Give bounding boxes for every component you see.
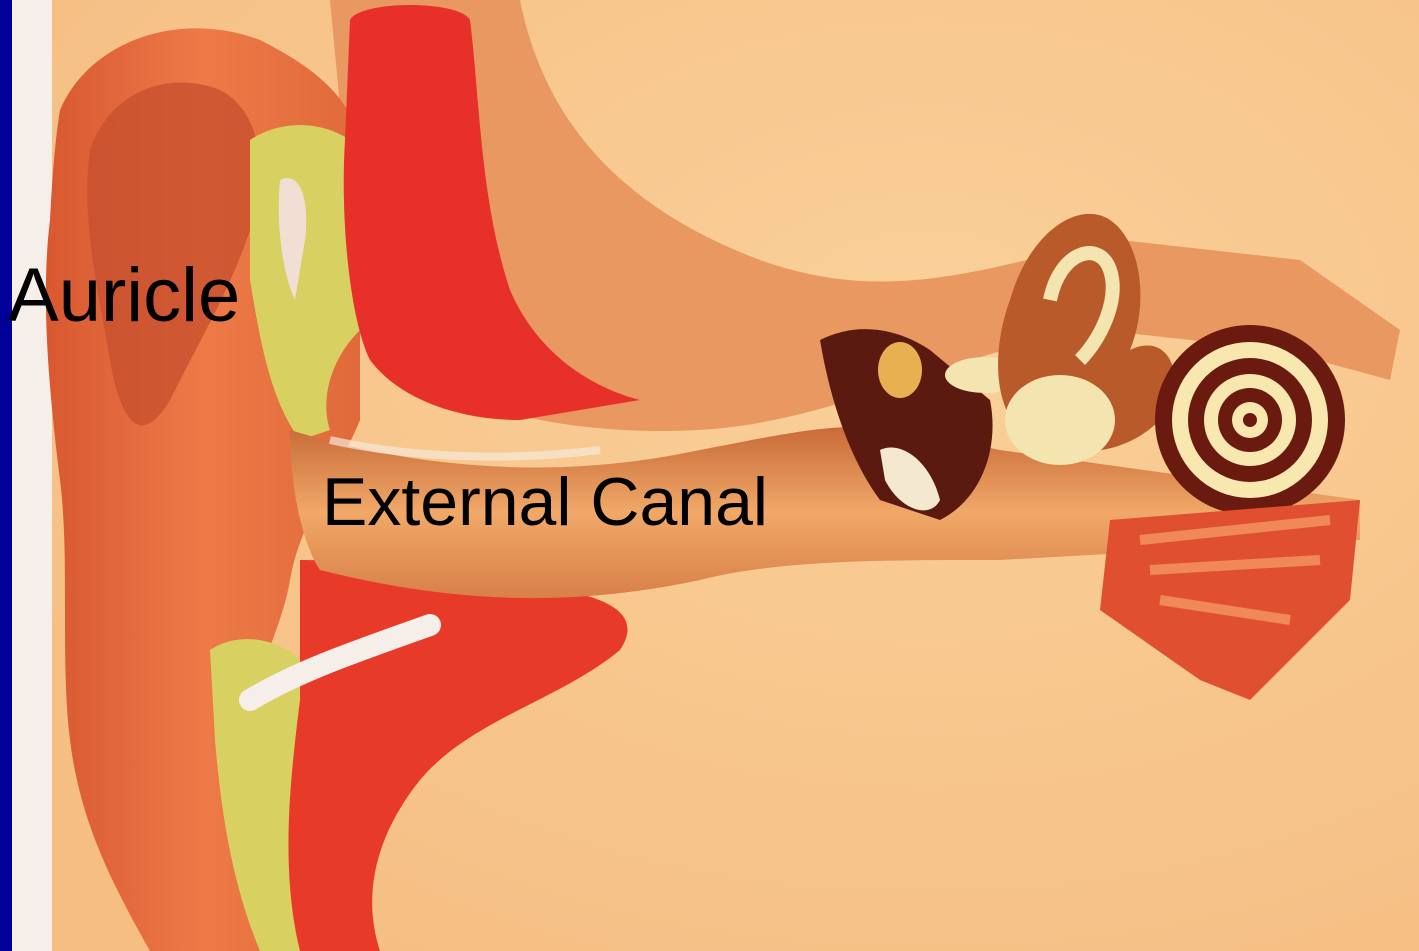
cochlea [1155,325,1345,515]
label-external-canal: External Canal [322,468,768,536]
ossicle-1 [878,342,922,398]
left-margin [12,0,52,951]
label-auricle: Auricle [8,258,240,334]
vestibule [1005,375,1115,465]
